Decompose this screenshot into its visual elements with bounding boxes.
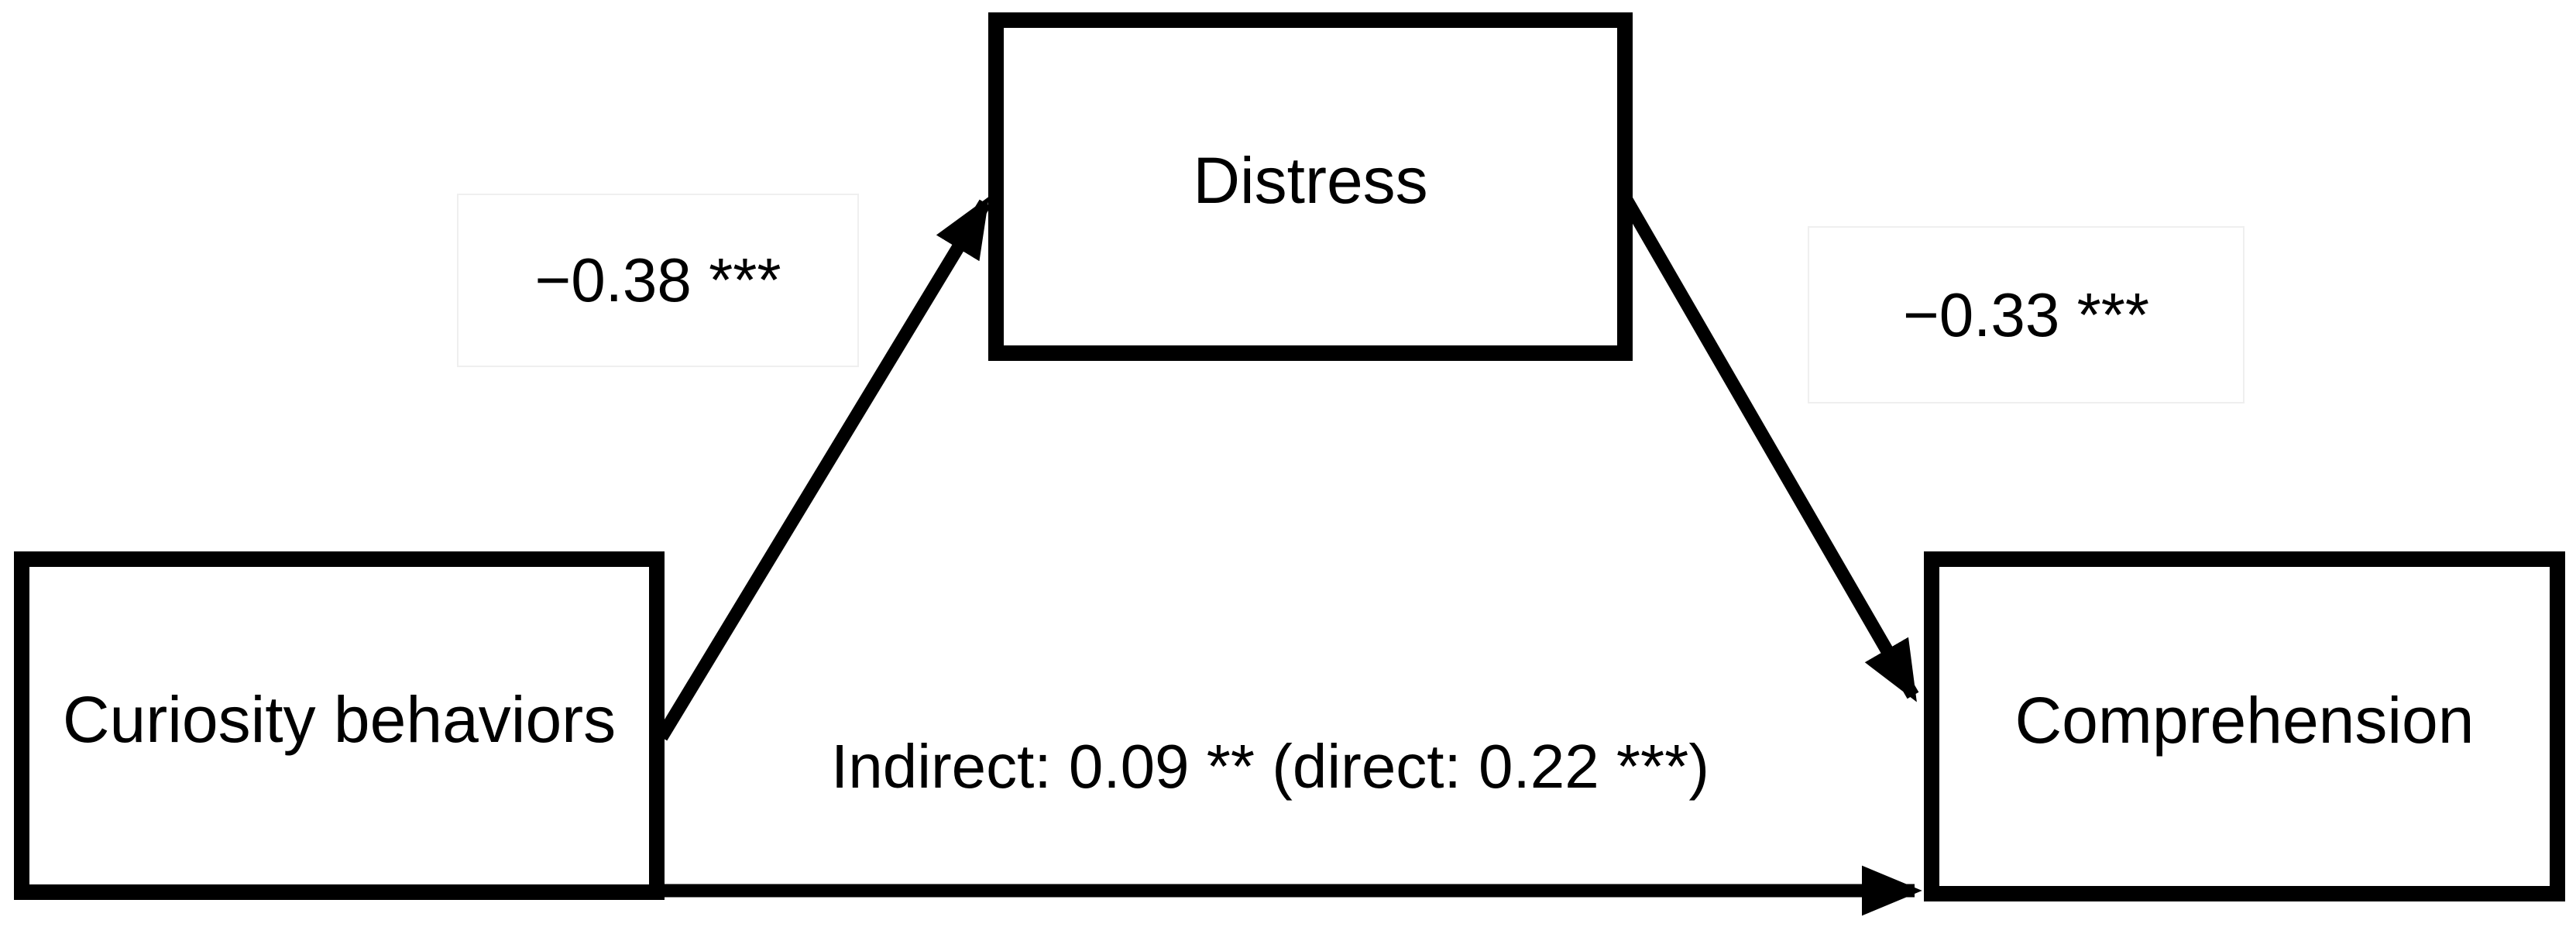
node-distress-label: Distress [1193, 144, 1428, 217]
path-b-coefficient-label: −0.33 *** [1808, 226, 2245, 403]
node-distress: Distress [988, 12, 1633, 361]
arrow-a-predictor-to-mediator [655, 196, 991, 741]
node-comprehension-label: Comprehension [2014, 684, 2475, 757]
arrow-b-mediator-to-outcome [1620, 196, 1919, 702]
path-a-coefficient-label: −0.38 *** [457, 194, 859, 367]
node-curiosity-behaviors-label: Curiosity behaviors [62, 683, 617, 756]
indirect-direct-effect-label: Indirect: 0.09 ** (direct: 0.22 ***) [767, 701, 1774, 833]
node-curiosity-behaviors: Curiosity behaviors [14, 551, 665, 900]
node-comprehension: Comprehension [1924, 551, 2565, 901]
